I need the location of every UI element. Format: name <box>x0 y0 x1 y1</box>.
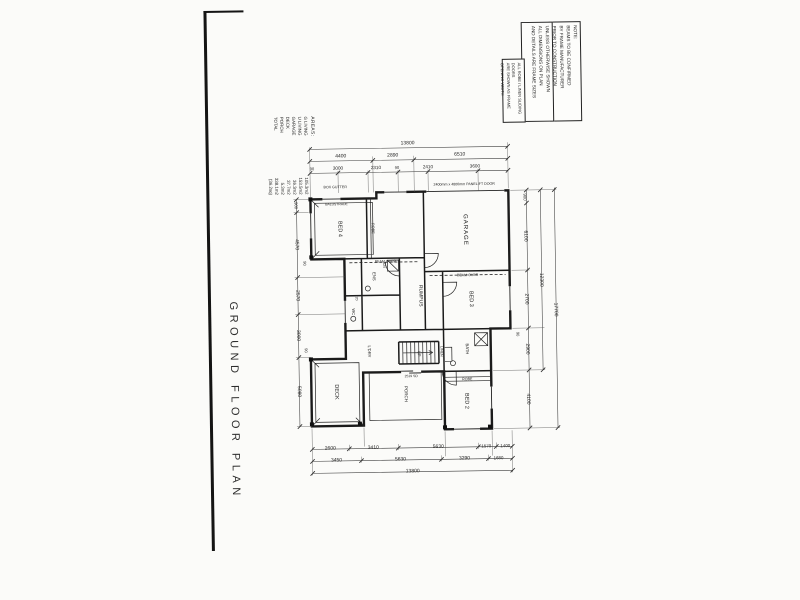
dimension-label: 12300 <box>538 272 545 287</box>
room-label-deck: DECK <box>333 384 340 400</box>
annotation-balustrade: BALUSTRADE <box>325 202 348 207</box>
room-label-laundry: L'DRY <box>366 345 372 358</box>
room-label-linen: LINEN <box>439 346 444 357</box>
annotation-box-gutter: BOX GUTTER <box>323 185 347 190</box>
dimension-label: 90 <box>309 166 315 172</box>
dimension-label: 90 <box>394 164 400 171</box>
dimension-label: 2310 <box>370 164 382 171</box>
stair-direction-label: UP <box>416 350 422 357</box>
detail-lines <box>310 198 492 427</box>
dimension-label: 6510 <box>454 151 466 158</box>
door-size-label: 2519 SD <box>404 374 418 379</box>
dimension-label: 2700 <box>523 293 530 305</box>
dimension-label: 1680 <box>493 455 504 461</box>
room-label-wc: WC <box>351 308 357 316</box>
dimension-label: 3000 <box>332 165 344 171</box>
annotation-beam-over: BEAM OVER <box>456 272 479 278</box>
dimension-label: 90 <box>515 331 521 337</box>
room-label-bath: BATH <box>464 343 470 355</box>
room-label-ens: ENS <box>371 272 377 281</box>
room-label-bed4: BED 4 <box>336 220 343 237</box>
dimension-label: 13800 <box>405 468 420 475</box>
dimension-label: 17700 <box>552 302 559 317</box>
dimension-label: 13800 <box>400 140 415 147</box>
dimension-label: 4400 <box>335 153 347 160</box>
room-label-bed3: BED 3 <box>467 290 474 307</box>
dimension-label: 2570 <box>294 290 301 302</box>
dimension-label: 1400 <box>500 443 511 449</box>
dimension-label: 4100 <box>524 393 532 405</box>
dimension-label: 4570 <box>293 239 300 251</box>
room-label-robe: ROBE <box>462 377 473 382</box>
room-label-robe: ROBE <box>370 223 375 234</box>
dimension-label: 3450 <box>330 457 343 464</box>
dimension-label: 90 <box>303 348 309 353</box>
annotation-panelift-door: 2400mm x 4800mm PANELIFT DOOR <box>433 181 495 187</box>
door-size-label: 820 <box>382 262 387 269</box>
dimension-label: 2890 <box>387 152 399 159</box>
room-label-bed2: BED 2 <box>463 392 470 409</box>
dimension-label: 2900 <box>524 343 531 355</box>
window-openings <box>308 187 513 432</box>
dimension-label: 1570 <box>481 443 492 449</box>
dimension-label: 900 <box>522 193 528 201</box>
dimension-label: 90 <box>302 261 308 266</box>
door-swings <box>385 253 458 386</box>
room-label-porch: PORCH <box>403 385 409 402</box>
dimension-label: 3000 <box>294 329 302 342</box>
dimension-label: 900 <box>293 202 299 210</box>
dimension-label: 2600 <box>324 445 336 452</box>
dimension-label: 5080 <box>295 385 303 398</box>
door-size-label: 720 <box>354 294 359 301</box>
dimension-label: 5630 <box>432 443 444 451</box>
dimension-label: 3410 <box>367 444 379 452</box>
dimension-lines <box>293 142 561 476</box>
dimension-label: 3290 <box>458 455 471 462</box>
dimension-label: 6100 <box>522 230 529 242</box>
beam-dashed-lines <box>349 261 506 276</box>
dimension-label: 3600 <box>469 163 481 169</box>
dimension-label: 5630 <box>394 456 407 463</box>
room-label-garage: GARAGE <box>461 214 469 246</box>
dimension-label: 2410 <box>422 164 434 170</box>
room-label-rumpus: RUMPUS <box>417 284 424 307</box>
posts <box>308 197 493 430</box>
